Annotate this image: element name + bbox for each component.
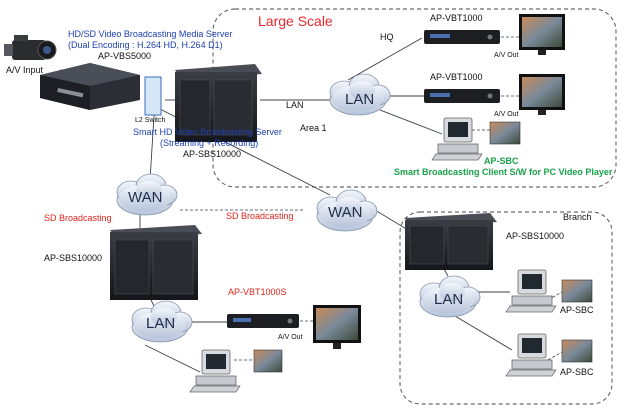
left-receiver	[227, 314, 299, 328]
branch-zone	[399, 211, 613, 405]
hq-client-pc	[431, 117, 483, 161]
media-server-device	[40, 63, 140, 110]
branch-client-thumb-2	[561, 339, 593, 363]
left-server-device	[110, 225, 202, 300]
smart-server-title: Smart HD Video Broadcasting Server	[133, 127, 282, 137]
lan-cloud-branch-label: LAN	[434, 291, 464, 308]
lan-cloud-left-label: LAN	[146, 315, 176, 332]
left-client-video-thumb	[253, 349, 283, 373]
media-server-encoding: (Dual Encoding : H.264 HD, H.264 D1)	[68, 40, 223, 50]
av-input-label: A/V Input	[6, 65, 44, 75]
smart-server-device	[175, 64, 262, 142]
hq-receiver-1	[424, 30, 500, 44]
lan-link-label: LAN	[286, 100, 304, 110]
left-server-model: AP-SBS10000	[44, 253, 103, 263]
hq-monitor-1	[519, 14, 565, 55]
left-receiver-model: AP-VBT1000S	[228, 287, 287, 297]
branch-client-2-label: AP-SBC	[560, 367, 594, 377]
client-model: AP-SBC	[484, 156, 519, 166]
branch-client-1-label: AP-SBC	[560, 305, 594, 315]
diagram-title: Large Scale	[258, 13, 333, 29]
hq-client-video-thumb	[489, 121, 521, 145]
smart-server-function: (Streaming + Recording)	[160, 138, 259, 148]
client-description: Smart Broadcasting Client S/W for PC Vid…	[394, 167, 613, 177]
hq-receiver-2	[424, 89, 500, 103]
wan-cloud-center-label: WAN	[328, 204, 363, 221]
branch-client-thumb-1	[561, 279, 593, 303]
left-receiver-out: A/V Out	[278, 334, 303, 341]
lan-cloud-hq-label: LAN	[345, 91, 375, 108]
wan-cloud-left-label: WAN	[128, 189, 163, 206]
hq-zone-label: HQ	[380, 32, 394, 42]
media-server-title: HD/SD Video Broadcasting Media Server	[68, 29, 233, 39]
area-label: Area 1	[300, 123, 327, 133]
branch-server-device	[405, 213, 497, 270]
hq-receiver-2-out: A/V Out	[494, 111, 519, 118]
branch-zone-label: Branch	[563, 212, 592, 222]
video-camera-icon	[4, 35, 57, 60]
smart-server-model: AP-SBS10000	[183, 149, 242, 159]
l2-switch-device	[144, 76, 162, 116]
hq-receiver-2-model: AP-VBT1000	[430, 72, 483, 82]
left-monitor	[313, 305, 361, 349]
hq-receiver-1-model: AP-VBT1000	[430, 13, 483, 23]
media-server-model: AP-VBS5000	[98, 51, 152, 61]
hq-receiver-1-out: A/V Out	[494, 52, 519, 59]
sd-broadcasting-center: SD Broadcasting	[226, 211, 294, 221]
hq-monitor-2	[519, 74, 565, 115]
branch-client-pc-1	[505, 269, 557, 313]
sd-broadcasting-left: SD Broadcasting	[44, 213, 112, 223]
l2-switch-label: L2 Switch	[135, 117, 166, 124]
branch-client-pc-2	[505, 333, 557, 377]
branch-server-model: AP-SBS10000	[506, 231, 565, 241]
